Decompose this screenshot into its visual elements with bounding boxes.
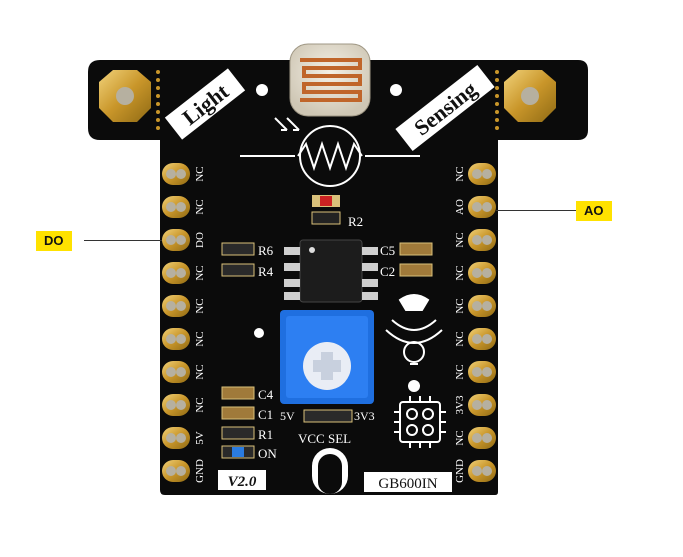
model-label: GB600IN [378,476,437,492]
left-pin-1: NC [162,196,206,218]
left-pin-label-5: NC [194,331,206,346]
left-pin-7: NC [162,394,206,416]
left-pin-9: GND [162,459,206,483]
left-pin-5: NC [162,328,206,350]
left-pin-label-4: NC [194,298,206,313]
left-pin-0: NC [162,163,206,185]
left-pin-6: NC [162,361,206,383]
mounting-hole-right [504,70,556,122]
do-leader-line [84,240,162,241]
left-pin-label-3: NC [194,265,206,280]
pot-pad [254,328,264,338]
vcc-sel-jumper [303,409,353,423]
right-pin-9: GND [454,459,496,483]
vcc-sel-label: VCC SEL [298,431,351,446]
r2-label: R2 [348,214,363,229]
left-pin-label-1: NC [194,199,206,214]
right-pin-label-9: GND [454,459,466,483]
right-pin-1: AO [454,196,496,218]
c5-c2-capacitors [399,242,433,277]
left-pin-label-6: NC [194,364,206,379]
right-pin-label-0: NC [454,166,466,181]
right-pin-label-7: 3V3 [454,395,466,414]
r1-label: R1 [258,427,273,442]
left-pin-3: NC [162,262,206,284]
right-pin-7: 3V3 [454,394,496,416]
right-pin-label-2: NC [454,232,466,247]
c1-label: C1 [258,407,273,422]
left-pin-label-7: NC [194,397,206,412]
ldr-photoresistor [289,43,371,117]
right-pin-label-5: NC [454,331,466,346]
via-dots [156,70,499,130]
left-pin-label-0: NC [194,166,206,181]
c5-label: C5 [380,243,395,258]
right-pin-3: NC [454,262,496,284]
mounting-hole-left [99,70,151,122]
ao-leader-line [496,210,578,211]
right-pin-label-4: NC [454,298,466,313]
right-pin-label-6: NC [454,364,466,379]
potentiometer [280,310,374,404]
left-lower-components [221,386,255,459]
right-pin-label-3: NC [454,265,466,280]
left-pin-header: NC NC DO NC NC NC NC NC 5V GND [162,163,206,483]
vcc-5v-label: 5V [280,409,295,423]
left-pin-2: DO [162,229,206,251]
vcc-3v3-label: 3V3 [354,409,375,423]
bulb-pad [408,380,420,392]
r6-r4-resistors [221,242,255,277]
r4-label: R4 [258,264,274,279]
right-pin-0: NC [454,163,496,185]
left-pin-8: 5V [162,427,206,449]
ldr-symbol-icon [240,117,420,187]
left-pin-label-9: GND [194,459,206,483]
ldr-pad-right [390,84,402,96]
right-pin-5: NC [454,328,496,350]
right-pin-6: NC [454,361,496,383]
c2-label: C2 [380,264,395,279]
right-pin-label-1: AO [454,199,466,215]
do-callout: DO [36,231,72,251]
version-label: V2.0 [228,474,257,490]
right-pin-2: NC [454,229,496,251]
ao-callout: AO [576,201,612,221]
c4-label: C4 [258,387,274,402]
right-pin-4: NC [454,295,496,317]
left-pin-4: NC [162,295,206,317]
right-pin-8: NC [454,427,496,449]
lightbulb-icon [385,294,443,365]
right-pin-label-8: NC [454,430,466,445]
version-badge [218,470,266,490]
ldr-pad-left [256,84,268,96]
chip-logo-icon [394,396,446,448]
r6-label: R6 [258,243,274,258]
on-label: ON [258,446,277,461]
left-pin-label-8: 5V [194,431,206,445]
model-badge [364,472,452,492]
ic-chip [284,239,378,303]
left-pin-label-2: DO [194,232,206,248]
